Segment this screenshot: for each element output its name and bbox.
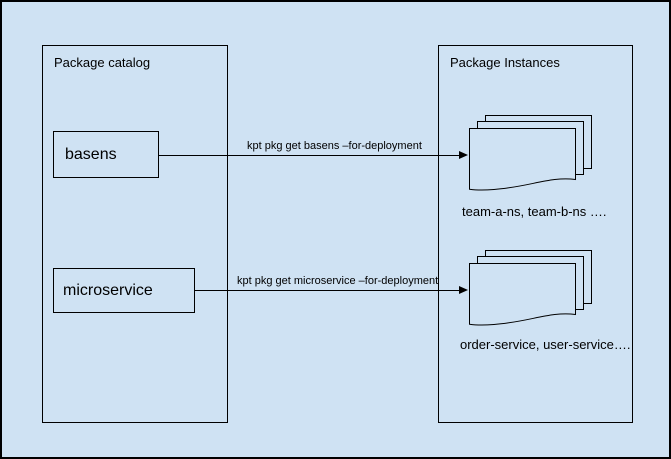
package-catalog-box: Package catalog [42, 45, 228, 423]
arrow-basens-head-icon [459, 151, 468, 159]
package-catalog-title: Package catalog [54, 55, 151, 70]
arrow-microservice-line [195, 290, 460, 291]
stack-caption-services: order-service, user-service…. [460, 337, 631, 352]
arrow-basens-line [158, 155, 460, 156]
arrow-microservice-label: kpt pkg get microservice –for-deployment [237, 275, 439, 287]
stack-caption-team-ns: team-a-ns, team-b-ns …. [462, 204, 607, 219]
arrow-microservice-head-icon [459, 286, 468, 294]
arrow-basens-label: kpt pkg get basens –for-deployment [247, 140, 422, 152]
document-stack-icon [469, 250, 592, 326]
node-basens-label: basens [65, 145, 117, 163]
node-basens: basens [53, 131, 159, 178]
node-microservice-label: microservice [63, 281, 153, 299]
document-stack-icon [469, 115, 592, 191]
node-microservice: microservice [53, 268, 195, 313]
package-instances-box: Package Instances [438, 45, 633, 423]
package-instances-title: Package Instances [450, 55, 560, 70]
